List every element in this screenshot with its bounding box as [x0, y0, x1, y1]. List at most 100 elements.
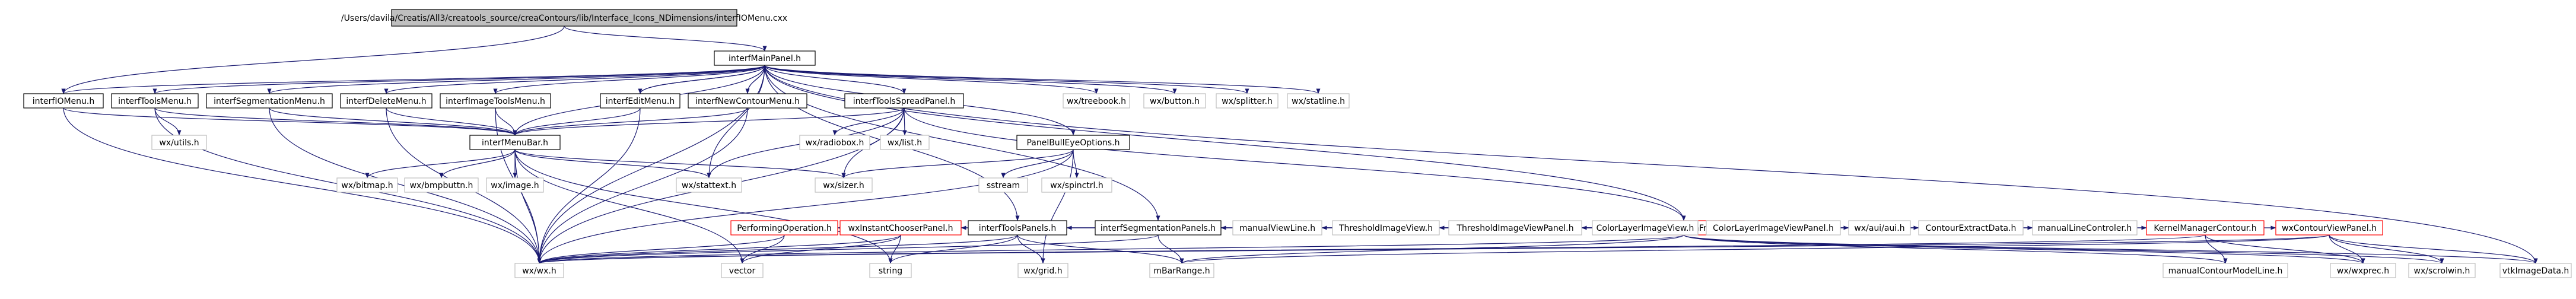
- edge-wxContourViewPanel-to-vtkImageData: [2329, 234, 2538, 264]
- node-wxspinctrl[interactable]: wx/spinctrl.h: [1041, 177, 1112, 193]
- edge-interfMainPanel-to-interfImageToolsMenu: [493, 65, 765, 94]
- node-label: interfEditMenu.h: [606, 97, 675, 106]
- node-wxlist[interactable]: wx/list.h: [880, 135, 930, 150]
- edge-interfDeleteMenu-to-interfMenuBar: [386, 107, 517, 136]
- node-wxutils[interactable]: wx/utils.h: [151, 135, 207, 150]
- node-wxradiobox[interactable]: wx/radiobox.h: [799, 135, 870, 150]
- node-label: wx/image.h: [491, 181, 539, 190]
- node-wxscrolwin[interactable]: wx/scrolwin.h: [2408, 263, 2476, 278]
- edge-interfMenuBar-to-wxbitmap: [365, 149, 516, 179]
- node-vtkImageData[interactable]: vtkImageData.h: [2499, 263, 2572, 278]
- node-box: [514, 263, 564, 278]
- node-box: [1216, 93, 1279, 109]
- node-ContourExtractData[interactable]: ContourExtractData.h: [1918, 220, 2024, 236]
- node-box: [2275, 220, 2383, 236]
- node-wxbitmap[interactable]: wx/bitmap.h: [336, 177, 398, 193]
- node-wxgrid[interactable]: wx/grid.h: [1017, 263, 1068, 278]
- node-box: [1448, 220, 1582, 236]
- node-interfDeleteMenu[interactable]: interfDeleteMenu.h: [340, 93, 432, 109]
- node-label: ThresholdImageViewPanel.h: [1456, 224, 1573, 233]
- node-wxauiaui[interactable]: wx/aui/aui.h: [1848, 220, 1911, 236]
- edge-interfToolsPanels-to-wxgrid: [1017, 234, 1045, 264]
- edge-interfMenuBar-to-string: [514, 149, 893, 264]
- node-ThresholdImageView[interactable]: ThresholdImageView.h: [1332, 220, 1440, 236]
- node-interfToolsMenu[interactable]: interfToolsMenu.h: [111, 93, 199, 109]
- node-box: [1149, 263, 1214, 278]
- edge-interfMainPanel-to-interfToolsSpreadPanel: [764, 65, 907, 94]
- node-box: [1592, 220, 1699, 236]
- node-ColorLayerImageViewPanel[interactable]: ColorLayerImageViewPanel.h: [1706, 220, 1841, 236]
- node-label: interfToolsSpreadPanel.h: [853, 97, 955, 106]
- node-root[interactable]: /Users/davila/Creatis/All3/creatools_sou…: [341, 9, 787, 27]
- node-manualViewLine[interactable]: manualViewLine.h: [1232, 220, 1322, 236]
- node-interfSegmentationPanels[interactable]: interfSegmentationPanels.h: [1095, 220, 1222, 236]
- node-PerformingOperation[interactable]: PerformingOperation.h: [730, 220, 838, 236]
- node-label: ContourExtractData.h: [1926, 224, 2017, 233]
- node-box: [2330, 263, 2396, 278]
- edge-interfToolsMenu-to-wxutils: [154, 107, 182, 136]
- node-label: ColorLayerImageView.h: [1597, 224, 1694, 233]
- edge-interfToolsMenu-to-interfMenuBar: [154, 107, 517, 136]
- node-wxContourViewPanel[interactable]: wxContourViewPanel.h: [2275, 220, 2383, 236]
- edges-layer: [61, 26, 2538, 264]
- node-interfToolsPanels[interactable]: interfToolsPanels.h: [968, 220, 1067, 236]
- node-box: [1332, 220, 1440, 236]
- node-manualLineControler[interactable]: manualLineControler.h: [2032, 220, 2138, 236]
- node-mBarRange[interactable]: mBarRange.h: [1149, 263, 1214, 278]
- node-wxstattext[interactable]: wx/stattext.h: [676, 177, 742, 193]
- node-wxbmpbuttn[interactable]: wx/bmpbuttn.h: [404, 177, 479, 193]
- node-KernelManagerContour[interactable]: KernelManagerContour.h: [2146, 220, 2265, 236]
- edge-interfMainPanel-to-wxbutton: [764, 65, 1177, 94]
- edge-wxContourViewPanel-to-wxscrolwin: [2329, 234, 2444, 264]
- node-label: wxContourViewPanel.h: [2282, 224, 2377, 233]
- node-wxInstantChooserPanel[interactable]: wxInstantChooserPanel.h: [839, 220, 962, 236]
- node-interfMainPanel[interactable]: interfMainPanel.h: [714, 50, 816, 66]
- node-box: [1017, 263, 1068, 278]
- node-wxtreebook[interactable]: wx/treebook.h: [1063, 93, 1130, 109]
- node-box: [869, 263, 912, 278]
- node-box: [336, 177, 398, 193]
- edge-interfMenuBar-to-wxstattext: [514, 149, 711, 179]
- node-vector[interactable]: vector: [721, 263, 764, 278]
- node-wxstatline[interactable]: wx/statline.h: [1287, 93, 1350, 109]
- node-label: interfNewContourMenu.h: [695, 97, 800, 106]
- node-manualContourModelLine[interactable]: manualContourModelLine.h: [2162, 263, 2288, 278]
- node-label: wxInstantChooserPanel.h: [848, 224, 953, 233]
- node-label: manualViewLine.h: [1239, 224, 1315, 233]
- node-interfIOMenu[interactable]: interfIOMenu.h: [23, 93, 104, 109]
- node-interfSegmentationMenu[interactable]: interfSegmentationMenu.h: [206, 93, 333, 109]
- node-wxbutton[interactable]: wx/button.h: [1143, 93, 1206, 109]
- node-label: interfMainPanel.h: [729, 54, 801, 63]
- node-wxwxprec[interactable]: wx/wxprec.h: [2330, 263, 2396, 278]
- node-PanelBullEyeOptions[interactable]: PanelBullEyeOptions.h: [1016, 135, 1130, 150]
- node-label: manualContourModelLine.h: [2168, 266, 2283, 276]
- node-wxsizer[interactable]: wx/sizer.h: [815, 177, 873, 193]
- node-label: mBarRange.h: [1153, 266, 1210, 276]
- node-box: [23, 93, 104, 109]
- node-box: [1063, 93, 1130, 109]
- edge-interfIOMenu-to-interfMenuBar: [63, 107, 517, 136]
- node-box: [730, 220, 838, 236]
- node-interfEditMenu[interactable]: interfEditMenu.h: [600, 93, 680, 109]
- node-box: [151, 135, 207, 150]
- node-interfImageToolsMenu[interactable]: interfImageToolsMenu.h: [440, 93, 551, 109]
- node-label: wx/stattext.h: [682, 181, 736, 190]
- edge-interfNewContourMenu-to-wxwx: [537, 107, 748, 264]
- node-sstream[interactable]: sstream: [978, 177, 1028, 193]
- node-label: wx/splitter.h: [1222, 97, 1273, 106]
- node-interfNewContourMenu[interactable]: interfNewContourMenu.h: [688, 93, 807, 109]
- node-box: [340, 93, 432, 109]
- node-wxwx[interactable]: wx/wx.h: [514, 263, 564, 278]
- node-interfToolsSpreadPanel[interactable]: interfToolsSpreadPanel.h: [844, 93, 964, 109]
- node-interfMenuBar[interactable]: interfMenuBar.h: [469, 135, 561, 150]
- node-ColorLayerImageView[interactable]: ColorLayerImageView.h: [1592, 220, 1699, 236]
- edge-wxContourMainFrame-to-wxwx: [538, 234, 1684, 264]
- node-label: string: [879, 266, 902, 276]
- edge-interfToolsSpreadPanel-to-wxradiobox: [832, 107, 905, 136]
- node-wximage[interactable]: wx/image.h: [486, 177, 544, 193]
- node-label: manualLineControler.h: [2038, 224, 2132, 233]
- node-box: [2146, 220, 2265, 236]
- node-ThresholdImageViewPanel[interactable]: ThresholdImageViewPanel.h: [1448, 220, 1582, 236]
- node-wxsplitter[interactable]: wx/splitter.h: [1216, 93, 1279, 109]
- node-string[interactable]: string: [869, 263, 912, 278]
